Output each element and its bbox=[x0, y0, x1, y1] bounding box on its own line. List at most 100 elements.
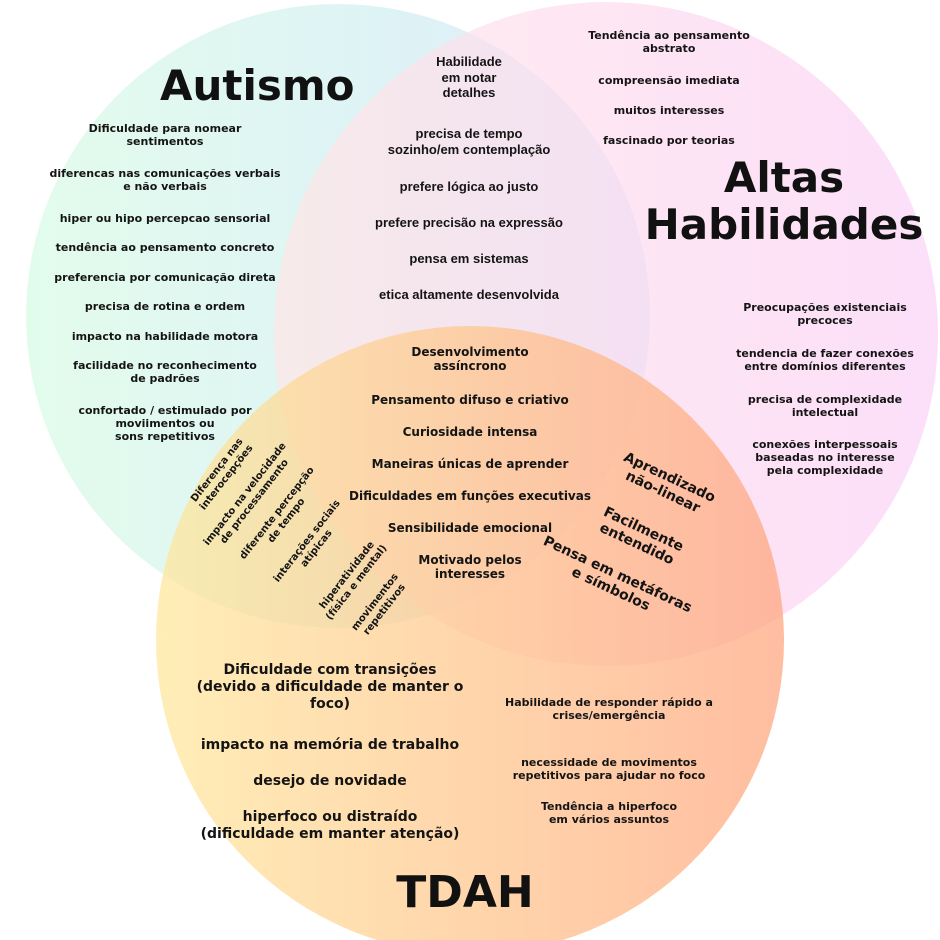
item-line: prefere lógica ao justo bbox=[399, 179, 539, 194]
center-item: Curiosidade intensa bbox=[403, 425, 538, 439]
altas-only-top-item: compreensão imediata bbox=[598, 74, 739, 87]
tdah-left-item: desejo de novidade bbox=[253, 773, 407, 790]
item-line: Desenvolvimento bbox=[411, 345, 529, 359]
item-line: hiperfoco ou distraído bbox=[242, 809, 418, 825]
item-line: (devido a dificuldade de manter o bbox=[196, 678, 464, 695]
center-item: Pensamento difuso e criativo bbox=[371, 393, 569, 407]
item-line: crises/emergência bbox=[552, 709, 666, 723]
item-line: pensa em sistemas bbox=[409, 251, 529, 266]
item-line: precisa de rotina e ordem bbox=[84, 300, 246, 313]
title-tdah-text: TDAH bbox=[396, 867, 534, 918]
item-line: Habilidade bbox=[436, 54, 502, 69]
item-line: confortado / estimulado por bbox=[78, 404, 252, 417]
item-line: Pensamento difuso e criativo bbox=[371, 393, 569, 407]
item-line: Curiosidade intensa bbox=[402, 425, 538, 439]
item-line: precisa de tempo bbox=[415, 126, 523, 141]
autismo-altas-item: pensa em sistemas bbox=[409, 251, 528, 267]
item-line: precoces bbox=[797, 314, 853, 328]
item-line: repetitivos para ajudar no foco bbox=[512, 769, 706, 783]
item-line: preferencia por comunicação direta bbox=[54, 271, 276, 284]
item-line: desejo de novidade bbox=[253, 773, 407, 789]
item-line: precisa de complexidade bbox=[747, 393, 903, 406]
item-line: Motivado pelos bbox=[418, 553, 522, 567]
autismo-altas-item: prefere lógica ao justo bbox=[400, 179, 539, 195]
autismo-only-item: impacto na habilidade motora bbox=[72, 330, 258, 343]
center-item: Dificuldades em funções executivas bbox=[349, 489, 591, 503]
item-line: sentimentos bbox=[126, 135, 204, 149]
item-line: Maneiras únicas de aprender bbox=[371, 457, 569, 471]
item-line: em notar bbox=[441, 69, 497, 85]
item-line: Tendência ao pensamento bbox=[588, 29, 750, 42]
title-altas-line1: Altas bbox=[723, 153, 845, 202]
item-line: (dificuldade em manter atenção) bbox=[200, 825, 460, 842]
item-line: interesses bbox=[434, 567, 506, 582]
item-line: sons repetitivos bbox=[115, 430, 215, 444]
item-line: Habilidade de responder rápido a bbox=[505, 696, 713, 709]
item-line: hiper ou hipo percepcao sensorial bbox=[59, 212, 271, 225]
item-line: etica altamente desenvolvida bbox=[379, 287, 559, 302]
item-line: conexões interpessoais bbox=[752, 438, 898, 451]
center-item: Maneiras únicas de aprender bbox=[372, 457, 569, 471]
item-line: pela complexidade bbox=[766, 464, 884, 478]
item-line: foco) bbox=[309, 695, 351, 712]
item-line: tendencia de fazer conexões bbox=[736, 347, 914, 360]
item-line: e não verbais bbox=[123, 180, 207, 194]
item-line: moviimentos ou bbox=[115, 417, 215, 431]
item-line: tendência ao pensamento concreto bbox=[55, 241, 275, 254]
item-line: baseadas no interesse bbox=[755, 451, 895, 465]
item-line: em vários assuntos bbox=[548, 813, 670, 827]
tdah-left-item: hiperfoco ou distraído(dificuldade em ma… bbox=[201, 809, 460, 843]
altas-only-top-item: fascinado por teorias bbox=[603, 134, 735, 147]
item-line: prefere precisão na expressão bbox=[375, 215, 563, 230]
item-line: impacto na memória de trabalho bbox=[200, 737, 460, 753]
autismo-only-item: preferencia por comunicação direta bbox=[54, 271, 275, 284]
title-altas-habilidades: Altas Habilidades bbox=[644, 154, 924, 248]
title-autismo-text: Autismo bbox=[160, 61, 355, 110]
tdah-circle bbox=[156, 326, 784, 940]
item-line: Sensibilidade emocional bbox=[387, 521, 553, 535]
item-line: compreensão imediata bbox=[598, 74, 740, 87]
autismo-only-item: hiper ou hipo percepcao sensorial bbox=[60, 212, 271, 225]
item-line: necessidade de movimentos bbox=[521, 756, 697, 769]
item-line: diferencas nas comunicações verbais bbox=[49, 167, 281, 180]
item-line: muitos interesses bbox=[613, 104, 725, 117]
item-line: abstrato bbox=[642, 42, 696, 56]
title-autismo: Autismo bbox=[160, 62, 355, 109]
item-line: detalhes bbox=[442, 85, 496, 101]
title-tdah: TDAH bbox=[330, 867, 600, 918]
altas-only-top-item: muitos interesses bbox=[614, 104, 725, 117]
title-altas-line2: Habilidades bbox=[644, 200, 924, 250]
item-line: intelectual bbox=[791, 406, 859, 420]
center-item: Sensibilidade emocional bbox=[388, 521, 552, 535]
autismo-only-item: precisa de rotina e ordem bbox=[85, 300, 245, 313]
item-line: Dificuldade para nomear bbox=[88, 122, 242, 135]
item-line: Preocupações existenciais bbox=[743, 301, 907, 314]
item-line: entre domínios diferentes bbox=[744, 360, 906, 374]
item-line: Dificuldades em funções executivas bbox=[348, 489, 592, 503]
item-line: facilidade no reconhecimento bbox=[73, 359, 257, 372]
item-line: impacto na habilidade motora bbox=[71, 330, 259, 343]
item-line: Tendência a hiperfoco bbox=[540, 800, 678, 813]
autismo-only-item: tendência ao pensamento concreto bbox=[56, 241, 275, 254]
autismo-altas-item: prefere precisão na expressão bbox=[375, 215, 563, 231]
tdah-left-item: Dificuldade com transições(devido a difi… bbox=[197, 662, 464, 712]
item-line: de padrões bbox=[130, 372, 200, 386]
tdah-left-item: impacto na memória de trabalho bbox=[201, 737, 459, 754]
item-line: fascinado por teorias bbox=[603, 134, 735, 147]
